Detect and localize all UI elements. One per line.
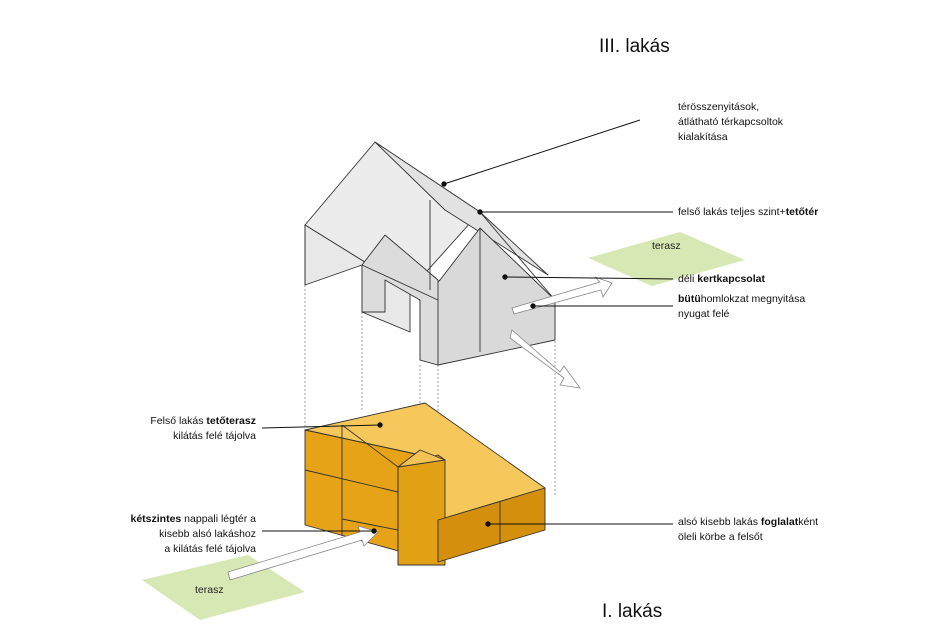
annotation-full-level-attic: felső lakás teljes szint+tetőtér (678, 206, 819, 218)
upper-apartment-volume (304, 141, 556, 366)
direction-arrows (227, 276, 613, 581)
terrace-lower-pad (142, 555, 305, 620)
terrace-upper-pad (588, 232, 745, 286)
leader-lines (261, 119, 674, 534)
lower-right-face (437, 487, 546, 563)
annotation-gable-opening: bütühomlokzat megnyitása nyugat felé (678, 293, 806, 320)
terrace-upper-label: terasz (652, 240, 681, 252)
annotation-double-height-living: kétszintes nappali légtér a kisebb alsó … (130, 513, 256, 555)
arrow-south (509, 329, 581, 389)
annotation-lower-apartment-frame: alsó kisebb lakás foglalatként öleli kör… (678, 516, 819, 543)
upper-roof-right (374, 141, 549, 276)
title-upper-apartment: III. lakás (599, 36, 670, 57)
annotation-garden-connection: déli kertkapcsolat (678, 273, 765, 285)
title-lower-apartment: I. lakás (602, 601, 663, 622)
lower-tower-top (397, 449, 446, 468)
arrow-west (511, 276, 613, 315)
annotation-space-openings: térösszenyitások, átlátható térkapcsolto… (678, 101, 784, 143)
terrace-lower-label: terasz (195, 584, 224, 596)
annotation-roof-terrace: Felső lakás tetőterasz kilátás felé tájo… (150, 415, 256, 442)
lower-apartment-volume (304, 402, 546, 566)
upper-notch (361, 234, 439, 366)
